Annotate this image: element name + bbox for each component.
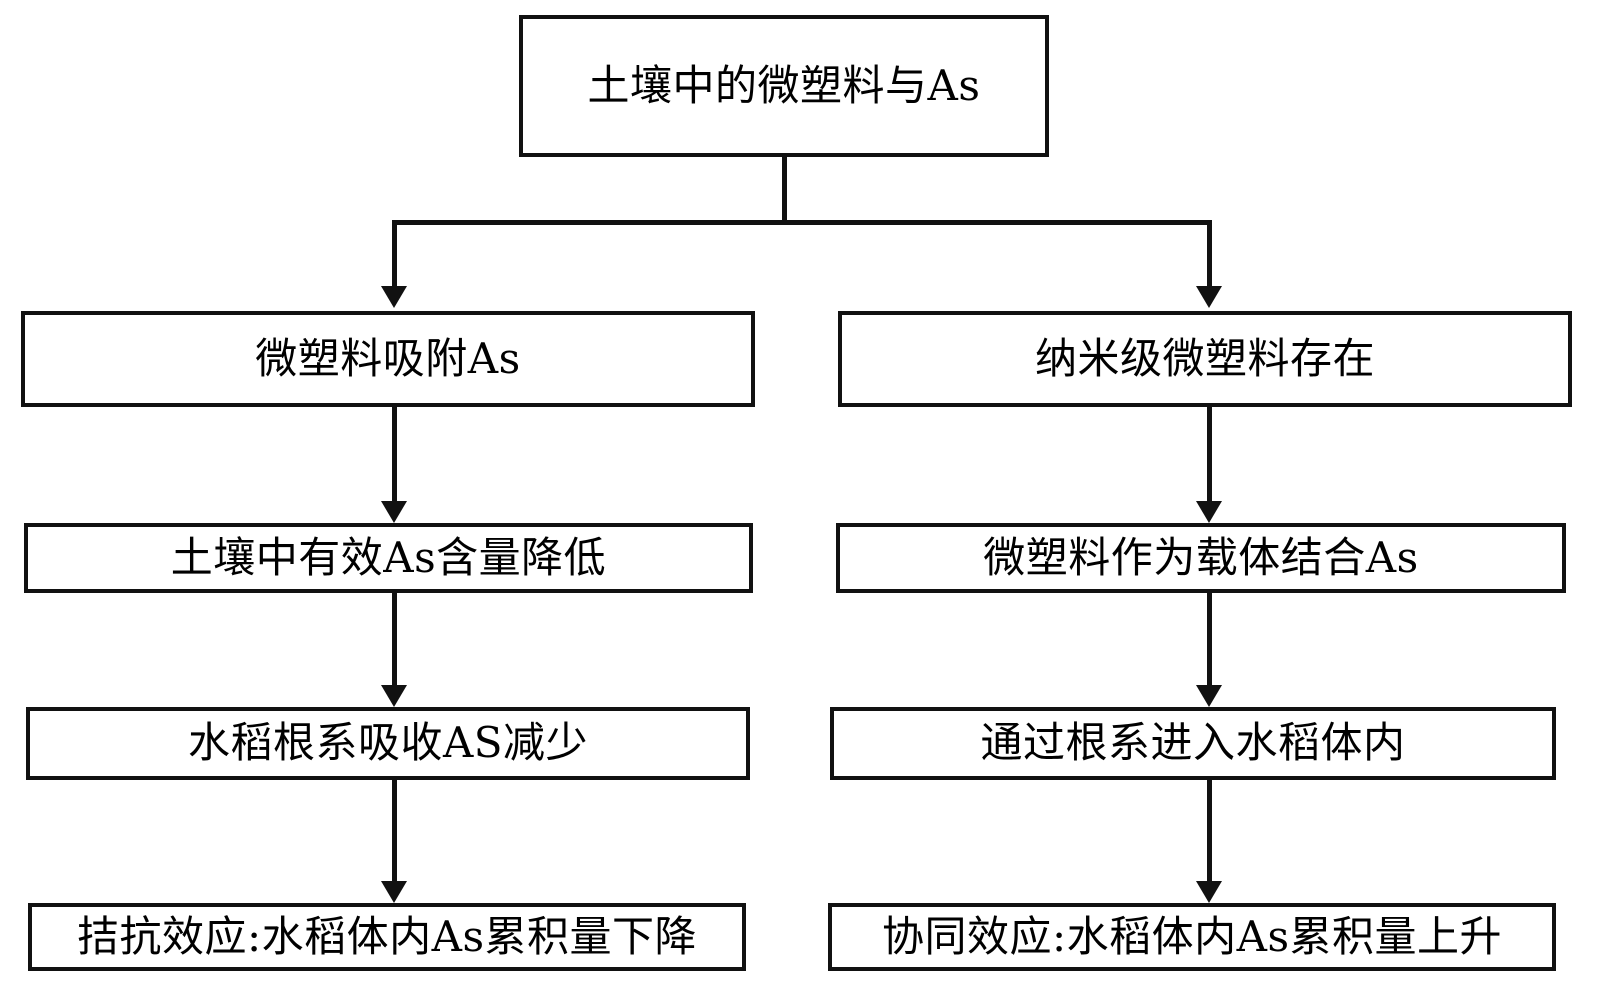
node-left-step-1[interactable]: 微塑料吸附As xyxy=(21,311,755,407)
node-right-step-2[interactable]: 微塑料作为载体结合As xyxy=(836,523,1566,593)
node-left-step-3[interactable]: 水稻根系吸收AS减少 xyxy=(26,707,750,780)
node-right-step-3[interactable]: 通过根系进入水稻体内 xyxy=(830,707,1556,780)
node-left-step-2-label: 土壤中有效As含量降低 xyxy=(170,532,607,582)
connector-r2-to-r3-shaft xyxy=(1207,593,1212,685)
connector-root-to-r1-shaft xyxy=(1207,220,1212,286)
node-left-step-4[interactable]: 拮抗效应:水稻体内As累积量下降 xyxy=(28,903,746,971)
node-root-label: 土壤中的微塑料与As xyxy=(587,60,981,110)
node-right-step-1-label: 纳米级微塑料存在 xyxy=(1034,333,1375,383)
arrowhead-l2-to-l3-icon xyxy=(381,685,407,707)
connector-l1-to-l2-shaft xyxy=(392,407,397,501)
arrowhead-l1-to-l2-icon xyxy=(381,501,407,523)
connector-root-stem xyxy=(782,157,787,225)
node-root[interactable]: 土壤中的微塑料与As xyxy=(519,15,1049,157)
node-left-step-1-label: 微塑料吸附As xyxy=(255,333,521,383)
connector-l2-to-l3-shaft xyxy=(392,593,397,685)
node-right-step-2-label: 微塑料作为载体结合As xyxy=(983,532,1419,582)
arrowhead-r3-to-r4-icon xyxy=(1196,881,1222,903)
arrowhead-r2-to-r3-icon xyxy=(1196,685,1222,707)
node-right-step-4[interactable]: 协同效应:水稻体内As累积量上升 xyxy=(828,903,1556,971)
arrowhead-root-to-r1-icon xyxy=(1196,286,1222,308)
connector-l3-to-l4-shaft xyxy=(392,780,397,881)
connector-r3-to-r4-shaft xyxy=(1207,780,1212,881)
node-left-step-4-label: 拮抗效应:水稻体内As累积量下降 xyxy=(76,911,698,961)
connector-root-crossbar xyxy=(392,220,1212,225)
node-right-step-3-label: 通过根系进入水稻体内 xyxy=(980,718,1406,768)
node-right-step-1[interactable]: 纳米级微塑料存在 xyxy=(838,311,1572,407)
node-right-step-4-label: 协同效应:水稻体内As累积量上升 xyxy=(881,911,1503,961)
arrowhead-r1-to-r2-icon xyxy=(1196,501,1222,523)
node-left-step-2[interactable]: 土壤中有效As含量降低 xyxy=(24,523,753,593)
connector-r1-to-r2-shaft xyxy=(1207,407,1212,501)
arrowhead-root-to-l1-icon xyxy=(381,286,407,308)
node-left-step-3-label: 水稻根系吸收AS减少 xyxy=(187,718,589,768)
connector-root-to-l1-shaft xyxy=(392,220,397,286)
arrowhead-l3-to-l4-icon xyxy=(381,881,407,903)
